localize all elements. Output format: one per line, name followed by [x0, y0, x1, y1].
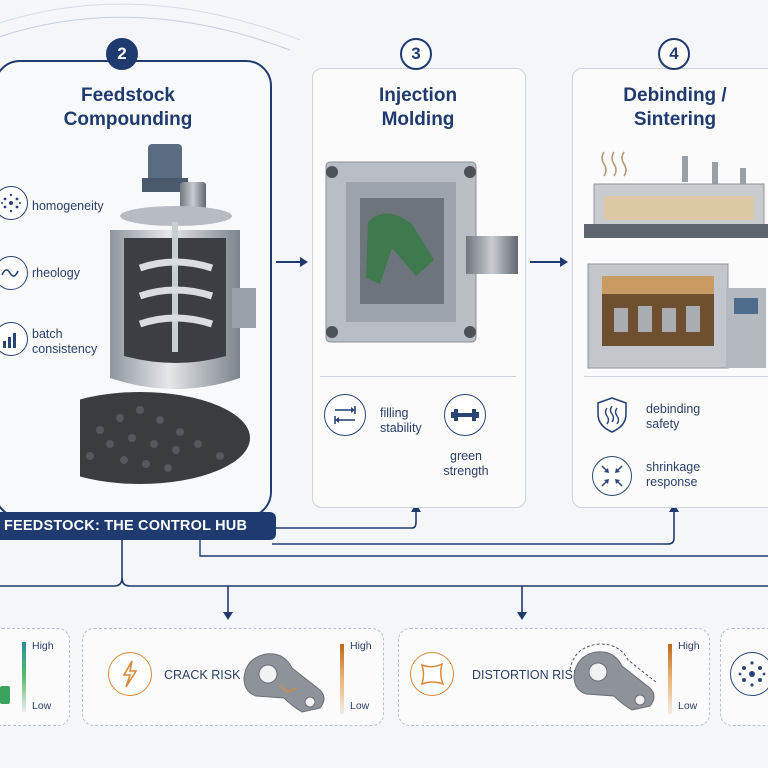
divider	[320, 376, 516, 377]
mixer-illustration	[80, 144, 256, 484]
hub-feature-label: rheology	[32, 266, 80, 280]
dumbbell-icon	[444, 394, 486, 436]
particles-icon	[730, 652, 768, 696]
step-4-badge: 4	[658, 38, 690, 70]
risk-scale-bar	[22, 642, 26, 712]
divider	[584, 376, 768, 377]
injection-title: Injection Molding	[378, 85, 458, 130]
wave-icon	[0, 256, 28, 290]
lightning-crack-icon	[108, 652, 152, 696]
crack-risk-label: CRACK RISK	[164, 668, 241, 682]
part-distortion-illustration	[569, 643, 657, 711]
step-3-badge: 3	[400, 38, 432, 70]
step-2-badge: 2	[106, 38, 138, 70]
mold-illustration	[325, 161, 518, 343]
particles-icon	[0, 186, 28, 220]
distortion-risk-high: High	[678, 640, 700, 652]
green-part-shape	[0, 686, 10, 704]
filling-arrows-icon	[324, 394, 366, 436]
hub-title: Feedstock Compounding	[63, 85, 193, 130]
distortion-risk-label: DISTORTION RISK	[472, 668, 582, 682]
crack-risk-high: High	[350, 640, 372, 652]
heat-shield-icon	[592, 394, 632, 434]
risk-card-partial-left	[0, 628, 70, 726]
crack-risk-scale-bar	[340, 644, 344, 714]
hub-feature-label: homogeneity	[32, 199, 104, 213]
risk-scale-low: Low	[32, 700, 52, 712]
distortion-risk-low: Low	[678, 700, 698, 712]
bar-chart-icon	[0, 322, 28, 356]
risk-scale-high: High	[32, 640, 54, 652]
injection-feature-label: green strength	[443, 449, 489, 478]
part-crack-illustration	[243, 653, 325, 713]
sintering-feature-label: shrinkage response	[646, 460, 701, 489]
furnace-illustration	[584, 151, 768, 369]
distortion-risk-scale-bar	[668, 644, 672, 714]
control-hub-banner: FEEDSTOCK: THE CONTROL HUB	[0, 512, 276, 540]
injection-feature-label: filling stability	[380, 406, 422, 435]
sintering-title: Debinding / Sintering	[623, 85, 727, 130]
shrink-arrows-icon	[592, 456, 632, 496]
crack-risk-low: Low	[350, 700, 370, 712]
distortion-icon	[410, 652, 454, 696]
sintering-feature-label: debinding safety	[646, 402, 701, 431]
hub-feature-label: batch consistency	[32, 327, 98, 356]
